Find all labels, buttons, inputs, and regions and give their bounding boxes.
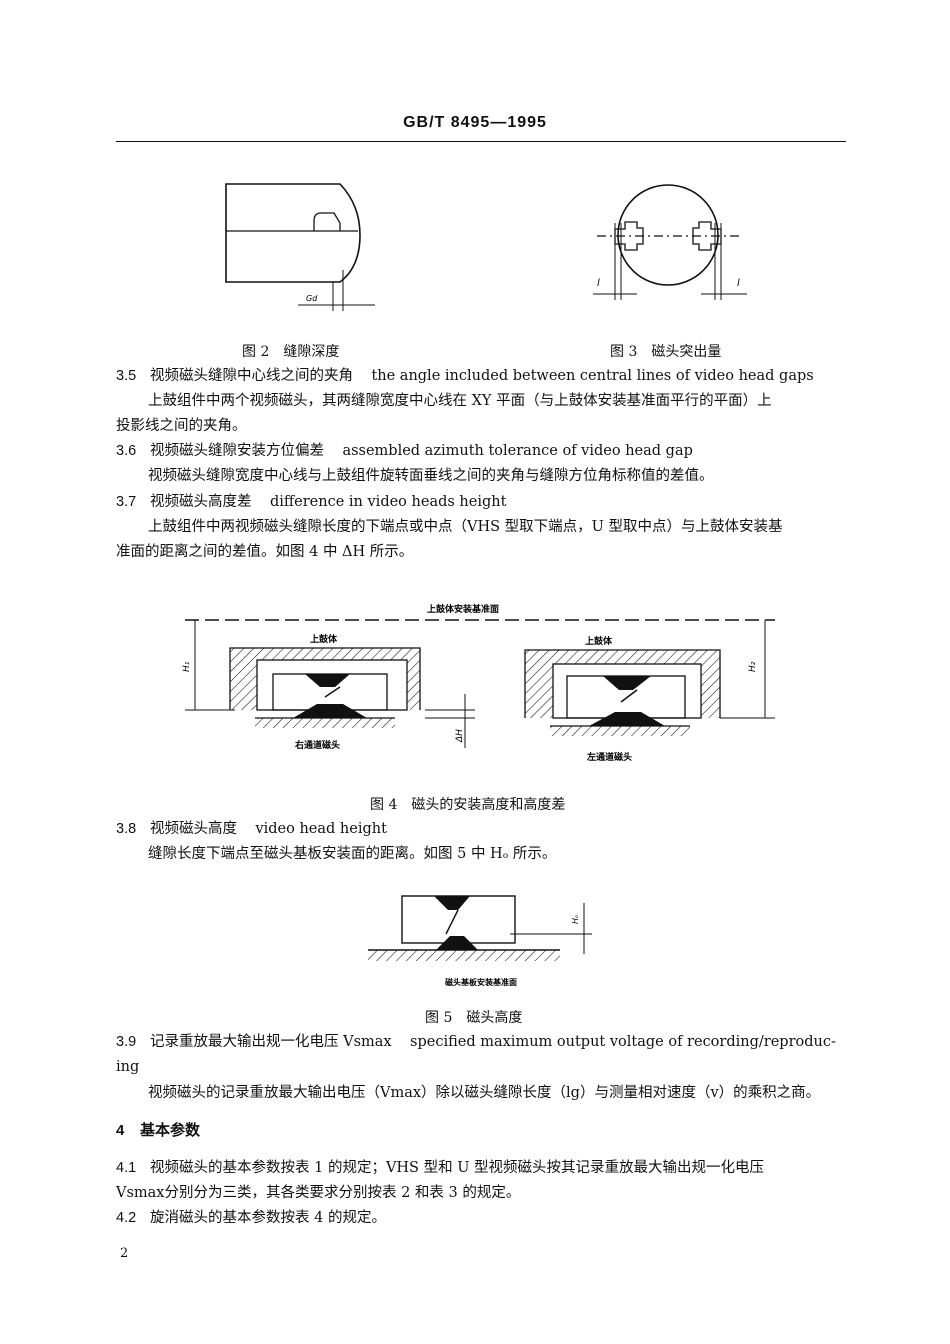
section-number: 3.9: [116, 1034, 137, 1050]
section-number: 3.8: [116, 821, 137, 837]
figure-4-caption: 图 4 磁头的安装高度和高度差: [370, 797, 566, 813]
h0-label: Hₒ: [571, 915, 580, 924]
section-number: 4.1: [116, 1160, 137, 1176]
figure-5-head-height: Hₒ 磁头基板安装基准面: [368, 895, 592, 987]
section-3-7-body-1: 上鼓组件中两视频磁头缝隙长度的下端点或中点（VHS 型取下端点，U 型取中点）与…: [148, 519, 783, 535]
figure-2-caption: 图 2 缝隙深度: [242, 344, 340, 360]
section-3-8-body-1: 缝隙长度下端点至磁头基板安装面的距离。如图 5 中 Hₒ 所示。: [148, 846, 557, 862]
section-title-en: video head height: [255, 821, 387, 837]
figure-2-gap-depth: Gd: [225, 183, 375, 311]
delta-h-label: ΔH: [455, 729, 465, 743]
section-title: 视频磁头高度: [150, 821, 237, 837]
section-4-1-body-2: Vsmax分别分为三类，其各类要求分别按表 2 和表 3 的规定。: [116, 1185, 521, 1201]
section-4-heading: 4 基本参数: [116, 1120, 200, 1141]
section-number: 3.5: [116, 368, 137, 384]
section-title-en: the angle included between central lines…: [371, 368, 814, 384]
section-4-2-body-1: 4.2 旋消磁头的基本参数按表 4 的规定。: [116, 1208, 386, 1228]
left-channel-head-label: 左通道磁头: [586, 751, 632, 763]
figure-3-caption: 图 3 磁头突出量: [610, 344, 722, 360]
section-title: 基本参数: [140, 1121, 201, 1139]
h1-label: H₁: [182, 661, 192, 672]
figure-3-head-protrusion: l l: [593, 184, 747, 300]
section-number: 4: [116, 1122, 125, 1139]
l-label-right: l: [737, 278, 740, 289]
standard-number-header: GB/T 8495—1995: [403, 114, 547, 131]
section-3-9-body-1: 视频磁头的记录重放最大输出电压（Vmax）除以磁头缝隙长度（lg）与测量相对速度…: [148, 1085, 821, 1101]
section-title-en: assembled azimuth tolerance of video hea…: [342, 443, 693, 459]
figure-4-head-mounting-height: 上鼓体安装基准面 H₁ 上鼓体 右通道磁头 ΔH 上鼓体 左通道磁头 H₂: [182, 603, 775, 763]
section-text: 视频磁头的基本参数按表 1 的规定；VHS 型和 U 型视频磁头按其记录重放最大…: [150, 1160, 765, 1176]
section-title: 视频磁头缝隙安装方位偏差: [150, 443, 324, 459]
section-number: 3.7: [116, 494, 137, 510]
section-3-6-body-1: 视频磁头缝隙宽度中心线与上鼓组件旋转面垂线之间的夹角与缝隙方位角标称值的差值。: [148, 468, 714, 484]
section-title: 视频磁头缝隙中心线之间的夹角: [150, 368, 353, 384]
figure-5-caption: 图 5 磁头高度: [425, 1010, 523, 1026]
section-3-5-body-2: 投影线之间的夹角。: [116, 418, 247, 434]
right-channel-head-label: 右通道磁头: [294, 739, 340, 751]
drum-label-left: 上鼓体: [310, 633, 338, 645]
section-3-6-heading: 3.6 视频磁头缝隙安装方位偏差 assembled azimuth toler…: [116, 441, 693, 461]
section-3-9-en-continued: ing: [116, 1059, 140, 1075]
base-plane-label: 磁头基板安装基准面: [445, 977, 517, 987]
section-text: 旋消磁头的基本参数按表 4 的规定。: [150, 1210, 386, 1226]
section-title-en: specified maximum output voltage of reco…: [410, 1034, 836, 1050]
section-title: 视频磁头高度差: [150, 494, 252, 510]
h2-label: H₂: [748, 661, 758, 672]
section-title: 记录重放最大输出规一化电压 Vsmax: [150, 1034, 392, 1050]
gd-label: Gd: [306, 294, 318, 303]
header-rule: [116, 141, 846, 142]
reference-plane-label: 上鼓体安装基准面: [427, 603, 499, 615]
drum-label-right: 上鼓体: [585, 635, 613, 647]
l-label-left: l: [597, 278, 600, 289]
section-3-5-heading: 3.5 视频磁头缝隙中心线之间的夹角 the angle included be…: [116, 366, 814, 386]
section-4-1-body-1: 4.1 视频磁头的基本参数按表 1 的规定；VHS 型和 U 型视频磁头按其记录…: [116, 1158, 764, 1178]
section-title-en: difference in video heads height: [269, 494, 507, 510]
section-3-7-body-2: 准面的距离之间的差值。如图 4 中 ΔH 所示。: [116, 544, 414, 560]
section-3-7-heading: 3.7 视频磁头高度差 difference in video heads he…: [116, 492, 506, 512]
section-number: 4.2: [116, 1210, 137, 1226]
section-3-8-heading: 3.8 视频磁头高度 video head height: [116, 819, 387, 839]
section-3-9-heading: 3.9 记录重放最大输出规一化电压 Vsmax specified maximu…: [116, 1032, 836, 1052]
section-3-5-body-1: 上鼓组件中两个视频磁头，其两缝隙宽度中心线在 XY 平面（与上鼓体安装基准面平行…: [148, 393, 772, 409]
section-number: 3.6: [116, 443, 137, 459]
page-number: 2: [120, 1246, 129, 1261]
